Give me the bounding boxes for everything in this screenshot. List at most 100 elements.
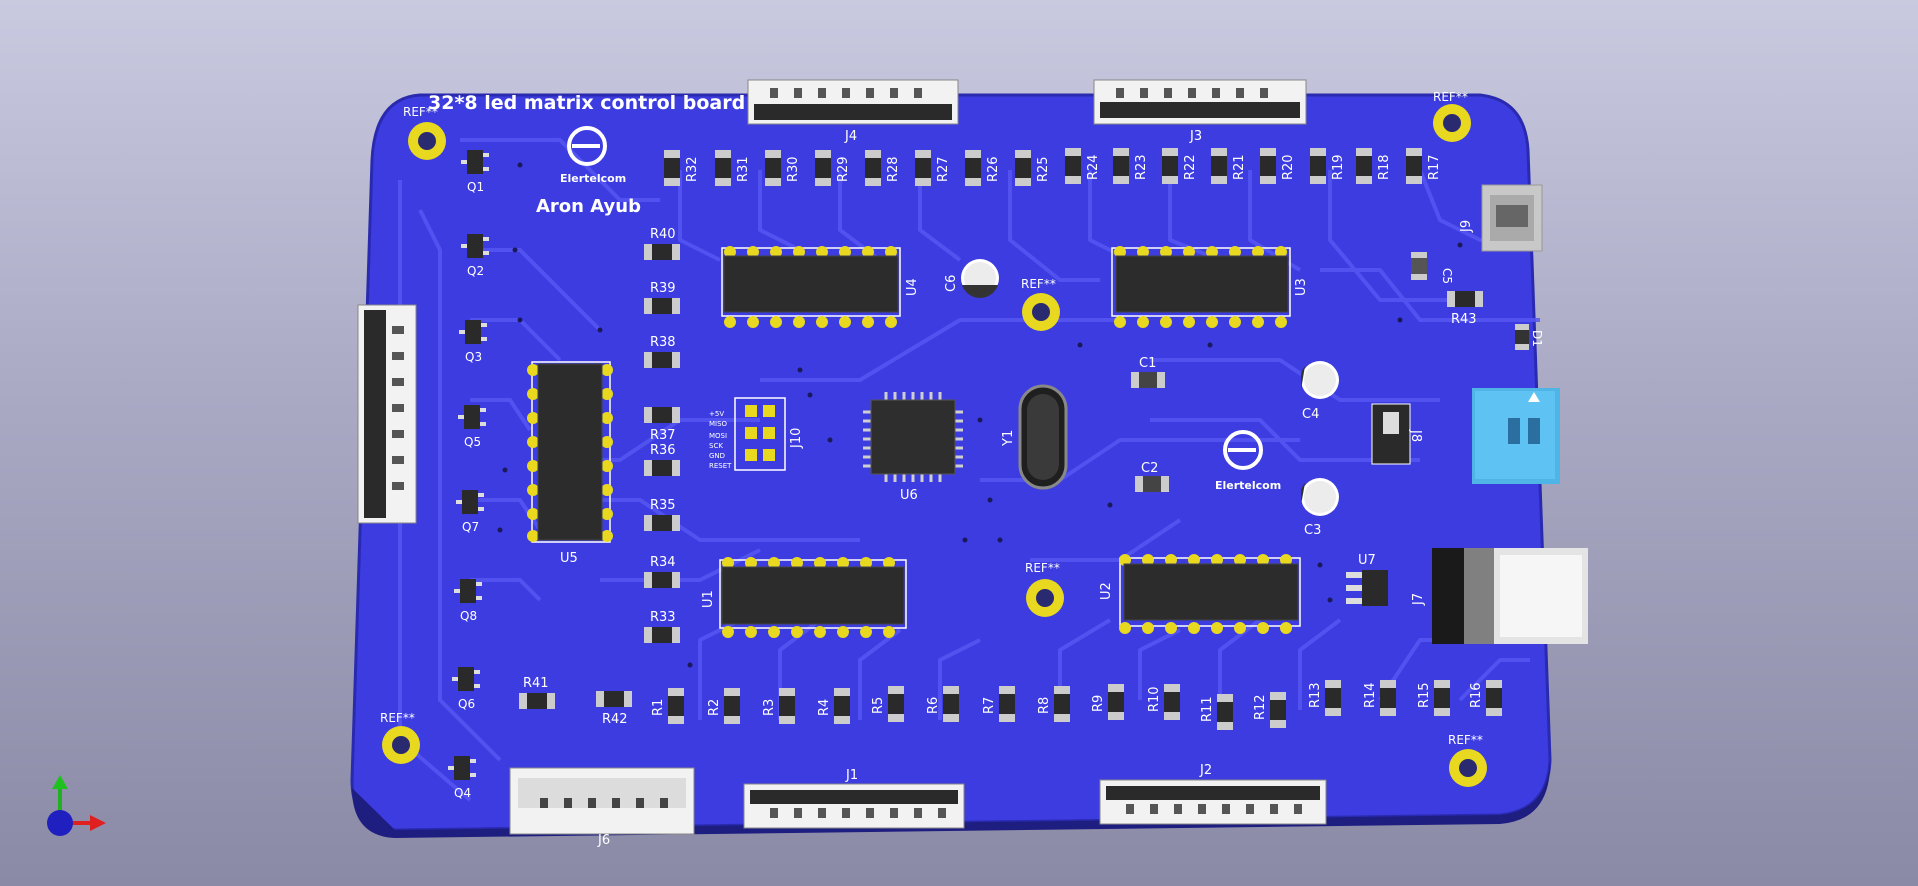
connector-j4: J4	[747, 79, 959, 144]
transistor-label: Q6	[458, 697, 475, 711]
resistor-label: R22	[1183, 154, 1198, 180]
resistor-label: R10	[1147, 686, 1162, 712]
isp-pin-label: RESET	[709, 462, 732, 470]
capacitor-label: C2	[1141, 461, 1158, 476]
mounting-hole-label: REF**	[1448, 733, 1483, 747]
connector-j1: J1	[743, 768, 965, 829]
mounting-hole-center-top: REF**	[1021, 277, 1060, 331]
resistor-label: R13	[1308, 682, 1323, 708]
ic-label: U2	[1099, 582, 1114, 600]
ic-label: U3	[1294, 278, 1309, 296]
resistor-label: R39	[650, 281, 676, 296]
ic-label: U4	[905, 278, 920, 296]
connector-label: J4	[844, 129, 857, 144]
capacitor-c2: C2	[1135, 461, 1169, 492]
isp-pin-label: MISO	[709, 420, 728, 428]
mounting-hole-br: REF**	[1448, 733, 1487, 787]
connector-j2: J2	[1099, 763, 1327, 825]
resistor-label: R42	[602, 712, 628, 727]
resistor-label: R26	[986, 156, 1001, 182]
resistor-label: R40	[650, 227, 676, 242]
ic-label: U7	[1358, 553, 1376, 568]
isp-pin-label: +5V	[709, 410, 724, 418]
logo-text-center: Elertelcom	[1215, 479, 1281, 492]
resistor-label: R3	[762, 699, 777, 716]
resistor-label: R8	[1037, 697, 1052, 714]
resistor-label: R25	[1036, 156, 1051, 182]
capacitor-c5: C5	[1411, 252, 1454, 284]
crystal-label: Y1	[1001, 430, 1016, 447]
ic-label: U5	[560, 551, 578, 566]
transistor-label: Q3	[465, 350, 482, 364]
mounting-hole-label: REF**	[1025, 561, 1060, 575]
capacitors: C6 C1 C2 C4 C3 C5	[944, 252, 1454, 538]
mounting-hole-label: REF**	[1021, 277, 1056, 291]
company-logo-center: Elertelcom	[1215, 430, 1281, 492]
resistor-label: R33	[650, 610, 676, 625]
crystal-y1: Y1	[1001, 384, 1068, 490]
resistor-column-left: R40 R39 R38 R37 R36 R35 R34 R33	[644, 227, 680, 643]
mounting-hole-tr: REF**	[1433, 90, 1471, 142]
isp-pin-label: SCK	[709, 442, 723, 450]
ic-u4: U4	[721, 246, 920, 328]
resistor-label: R17	[1427, 154, 1442, 180]
switch-j8: J8	[1371, 403, 1423, 465]
transistor-label: Q8	[460, 609, 477, 623]
resistor-label: R20	[1281, 154, 1296, 180]
usb-b-j7: J7	[1411, 548, 1588, 644]
resistor-row-bottom: R1 R2 R3 R4 R5 R6 R7 R8 R9 R10 R11 R12 R…	[651, 680, 1502, 730]
mounting-hole-label: REF**	[1433, 90, 1468, 104]
ic-label: U6	[900, 488, 918, 503]
resistor-label: R43	[1451, 312, 1477, 327]
misc-resistors: R41 R42 R43	[519, 291, 1483, 727]
xyz-axes-icon	[47, 775, 106, 836]
capacitor-label: C6	[944, 275, 959, 292]
resistor-label: R11	[1200, 696, 1215, 722]
capacitor-c3: C3	[1301, 478, 1339, 538]
connector-label: J7	[1411, 593, 1426, 606]
connector-j6: J6	[509, 767, 695, 848]
resistor-label: R4	[817, 699, 832, 716]
logo-text-top: Elertelcom	[560, 172, 626, 185]
resistor-label: R5	[871, 697, 886, 714]
resistor-label: R12	[1253, 694, 1268, 720]
switch-label: J8	[1408, 429, 1423, 442]
transistors: Q1 Q2 Q3 Q5 Q7 Q8 Q6 Q4	[448, 150, 489, 800]
resistor-label: R41	[523, 676, 549, 691]
resistor-label: R31	[736, 156, 751, 182]
mounting-hole-label: REF**	[380, 711, 415, 725]
resistor-label: R15	[1417, 682, 1432, 708]
resistor-label: R27	[936, 156, 951, 182]
resistor-label: R28	[886, 156, 901, 182]
resistor-label: R24	[1086, 154, 1101, 180]
author-name: Aron Ayub	[536, 196, 641, 217]
connector-label: J3	[1189, 129, 1202, 144]
connector-label: J6	[597, 833, 610, 848]
transistor-label: Q1	[467, 180, 484, 194]
micro-usb-j9: J9	[1459, 184, 1543, 252]
capacitor-c1: C1	[1131, 356, 1165, 388]
transistor-label: Q4	[454, 786, 471, 800]
capacitor-label: C4	[1302, 407, 1319, 422]
mounting-hole-center-bottom: REF**	[1025, 561, 1064, 617]
dip-switch	[1472, 388, 1560, 484]
connector-label: J2	[1199, 763, 1212, 778]
capacitor-label: C3	[1304, 523, 1321, 538]
ic-u5: U5	[527, 361, 613, 566]
led-label: D1	[1530, 330, 1544, 347]
microcontroller-u6: U6	[863, 392, 963, 503]
resistor-label: R14	[1363, 682, 1378, 708]
resistor-label: R7	[982, 697, 997, 714]
transistor-label: Q7	[462, 520, 479, 534]
resistor-label: R36	[650, 443, 676, 458]
resistor-label: R38	[650, 335, 676, 350]
connector-label: J9	[1459, 220, 1474, 233]
ic-u1: U1	[701, 557, 907, 638]
resistor-label: R37	[650, 428, 676, 443]
connector-label: J1	[845, 768, 858, 783]
capacitor-c6: C6	[944, 259, 999, 298]
resistor-label: R19	[1331, 154, 1346, 180]
resistor-label: R21	[1232, 154, 1247, 180]
capacitor-label: C5	[1440, 268, 1454, 284]
